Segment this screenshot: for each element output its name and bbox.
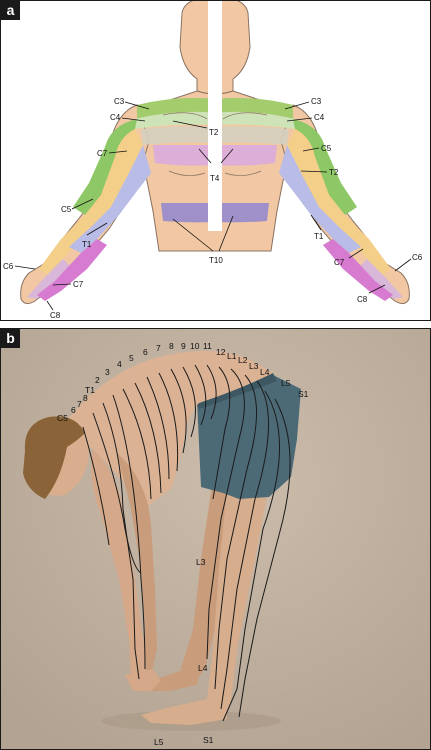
label-t4-center: T4 <box>210 174 220 183</box>
hands <box>125 669 161 691</box>
panel-b-photo-dermatome-lines: b <box>0 328 431 750</box>
dermatome-lines <box>82 364 291 722</box>
bent-over-figure: C5 6 7 8 T1 2 3 4 5 6 7 8 9 10 11 12 L1 … <box>1 329 430 749</box>
label-l5: L5 <box>281 378 291 388</box>
label-c5-left: C5 <box>61 205 72 214</box>
label-c6: 6 <box>71 405 76 415</box>
label-l4: L4 <box>260 367 270 377</box>
label-t3: 3 <box>105 367 110 377</box>
right-c7-band <box>287 129 391 275</box>
label-t5: 5 <box>129 353 134 363</box>
label-c8-right: C8 <box>357 295 368 304</box>
left-c8-band <box>37 239 107 301</box>
label-c4-left: C4 <box>110 113 121 122</box>
left-t1-band <box>69 145 151 253</box>
label-t2-center: T2 <box>209 128 219 137</box>
label-t8: 8 <box>169 341 174 351</box>
label-t1: T1 <box>85 385 95 395</box>
label-t2-right: T2 <box>329 168 339 177</box>
label-t4: 4 <box>117 359 122 369</box>
label-t10: 10 <box>190 341 200 351</box>
right-c5-band <box>293 119 357 215</box>
label-t6: 6 <box>143 347 148 357</box>
label-t11: 11 <box>203 341 212 351</box>
label-c7-left: C7 <box>97 149 108 158</box>
label-c7-right: C7 <box>334 258 345 267</box>
label-c7: 7 <box>77 399 82 409</box>
right-c8-band <box>323 239 393 301</box>
label-c4-right: C4 <box>314 113 325 122</box>
label-l2: L2 <box>238 355 248 365</box>
label-t10-center: T10 <box>209 256 223 265</box>
label-t2: 2 <box>95 375 100 385</box>
label-t9: 9 <box>181 341 186 351</box>
far-arm <box>117 453 157 675</box>
panel-b-tag: b <box>1 329 20 348</box>
label-l4-leg: L4 <box>198 663 208 673</box>
panel-a-dermatome-illustration: a <box>0 0 431 321</box>
label-c8-left: C8 <box>50 311 61 320</box>
label-c5-right: C5 <box>321 144 332 153</box>
back <box>59 351 273 505</box>
label-t12: 12 <box>216 347 226 357</box>
front-foot <box>141 699 227 725</box>
label-l1: L1 <box>227 351 237 361</box>
dermatome-body-figure: C3 C4 T2 C7 T4 C5 T1 T10 C6 C7 C8 C3 C4 … <box>3 1 423 320</box>
hair <box>23 416 85 499</box>
panel-a-tag: a <box>1 1 20 20</box>
left-c6-band <box>27 259 71 299</box>
label-l3: L3 <box>249 361 259 371</box>
left-c7-band <box>39 129 143 275</box>
label-c3-right: C3 <box>311 97 322 106</box>
label-s1-foot: S1 <box>203 735 214 745</box>
right-t1-band <box>279 145 361 253</box>
label-c5: C5 <box>57 413 68 423</box>
label-l5-foot: L5 <box>154 737 164 747</box>
label-c6-left: C6 <box>3 262 14 271</box>
label-l3-leg: L3 <box>196 557 206 567</box>
label-c7-left-hand: C7 <box>73 280 84 289</box>
leader-lines <box>14 101 412 311</box>
label-t1-right: T1 <box>314 232 324 241</box>
front-leg <box>207 485 269 715</box>
left-c5-band <box>73 119 137 215</box>
right-c6-band <box>359 259 403 299</box>
label-t7: 7 <box>156 343 161 353</box>
label-c8: 8 <box>83 393 88 403</box>
label-t1-left: T1 <box>82 240 92 249</box>
midline-divider <box>208 1 222 231</box>
label-s1: S1 <box>298 389 309 399</box>
shorts <box>197 375 301 499</box>
clavicle-lines <box>162 112 268 120</box>
label-c6-right: C6 <box>412 253 423 262</box>
chest-lines <box>168 170 262 176</box>
label-c3-left: C3 <box>114 97 125 106</box>
